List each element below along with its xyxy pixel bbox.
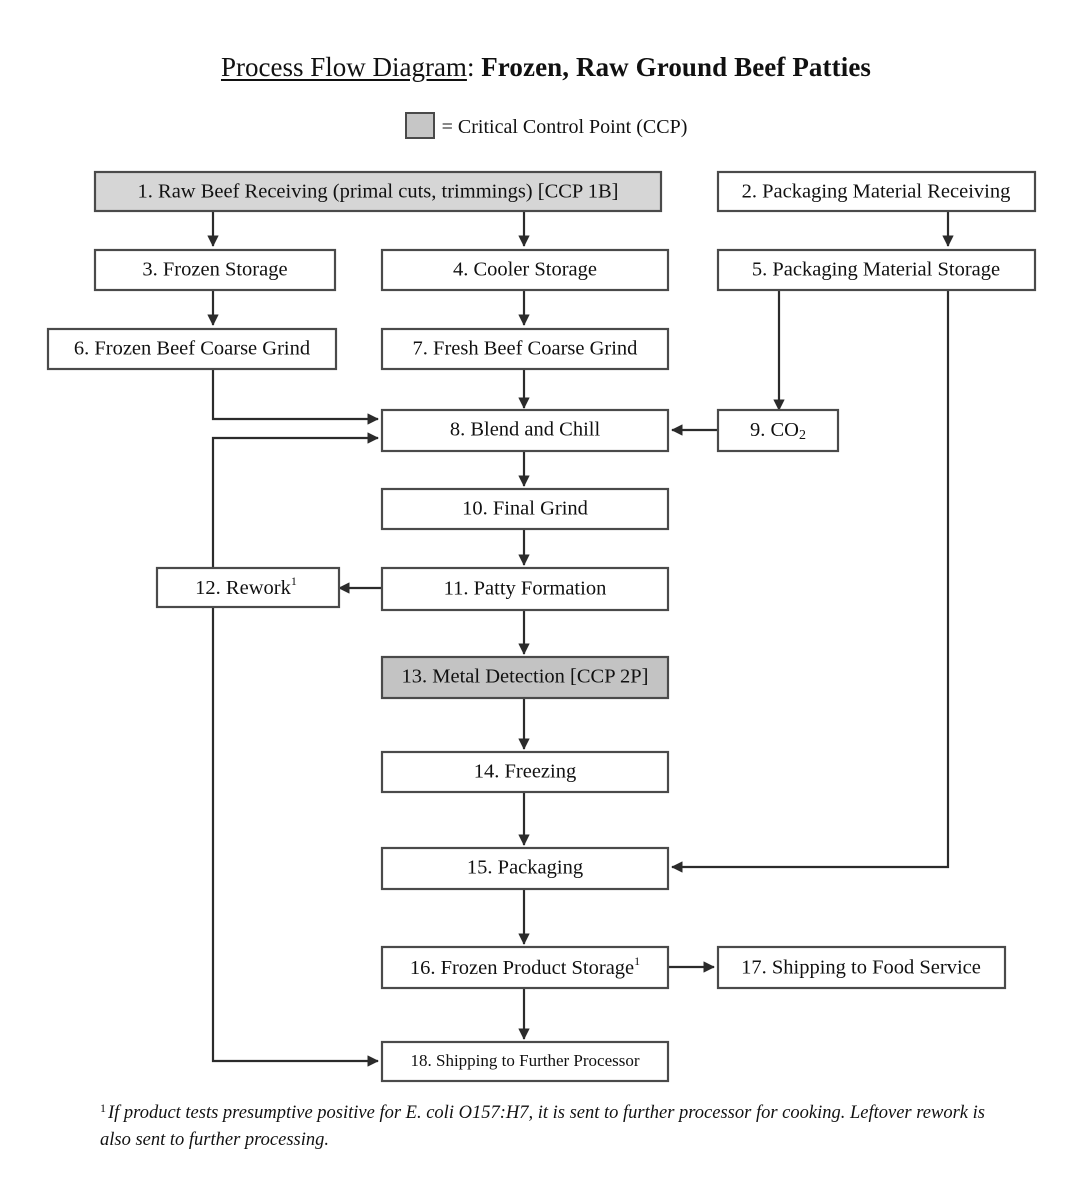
node-1-raw-beef-receiving[interactable]: 1. Raw Beef Receiving (primal cuts, trim… <box>93 170 663 213</box>
node-15-packaging[interactable]: 15. Packaging <box>380 846 670 891</box>
node-4-cooler-storage[interactable]: 4. Cooler Storage <box>380 248 670 292</box>
node-3-label: 3. Frozen Storage <box>142 259 287 281</box>
node-16-footnote-mark: 1 <box>634 954 640 968</box>
node-16-label: 16. Frozen Product Storage1 <box>410 954 640 979</box>
node-9-label-subscript: 2 <box>799 428 806 443</box>
footnote-text: If product tests presumptive positive fo… <box>100 1103 985 1150</box>
edge-6-to-8 <box>211 369 379 425</box>
node-1-label: 1. Raw Beef Receiving (primal cuts, trim… <box>138 181 619 203</box>
node-13-metal-detection[interactable]: 13. Metal Detection [CCP 2P] <box>380 655 670 700</box>
node-7-label: 7. Fresh Beef Coarse Grind <box>413 338 638 360</box>
node-9-co2[interactable]: 9. CO2 <box>716 408 840 453</box>
node-6-label: 6. Frozen Beef Coarse Grind <box>74 338 310 360</box>
node-8-blend-and-chill[interactable]: 8. Blend and Chill <box>380 408 670 453</box>
node-15-label: 15. Packaging <box>467 857 583 879</box>
node-9-label: 9. CO2 <box>750 419 806 444</box>
node-3-frozen-storage[interactable]: 3. Frozen Storage <box>93 248 337 292</box>
node-layer: 1. Raw Beef Receiving (primal cuts, trim… <box>46 170 1037 1083</box>
node-11-label: 11. Patty Formation <box>444 578 607 600</box>
ccp-legend-label: = Critical Control Point (CCP) <box>441 116 688 138</box>
node-8-label: 8. Blend and Chill <box>450 419 601 441</box>
node-2-packaging-material-receiving[interactable]: 2. Packaging Material Receiving <box>716 170 1037 213</box>
node-18-label: 18. Shipping to Further Processor <box>410 1051 639 1070</box>
node-10-final-grind[interactable]: 10. Final Grind <box>380 487 670 531</box>
node-12-footnote-mark: 1 <box>291 574 297 588</box>
node-2-label: 2. Packaging Material Receiving <box>742 181 1011 203</box>
node-12-label-base: 12. Rework <box>195 577 291 599</box>
node-4-label: 4. Cooler Storage <box>453 259 597 281</box>
node-12-label: 12. Rework1 <box>195 574 297 599</box>
node-5-packaging-material-storage[interactable]: 5. Packaging Material Storage <box>716 248 1037 292</box>
node-12-rework[interactable]: 12. Rework1 <box>155 566 341 609</box>
edge-12-to-18 <box>211 607 379 1067</box>
node-6-frozen-beef-coarse-grind[interactable]: 6. Frozen Beef Coarse Grind <box>46 327 338 371</box>
node-10-label: 10. Final Grind <box>462 498 588 520</box>
node-13-label: 13. Metal Detection [CCP 2P] <box>402 666 649 688</box>
node-17-label: 17. Shipping to Food Service <box>741 957 981 979</box>
node-11-patty-formation[interactable]: 11. Patty Formation <box>380 566 670 612</box>
node-7-fresh-beef-coarse-grind[interactable]: 7. Fresh Beef Coarse Grind <box>380 327 670 371</box>
node-17-shipping-to-food-service[interactable]: 17. Shipping to Food Service <box>716 945 1007 990</box>
ccp-legend: = Critical Control Point (CCP) <box>0 112 1092 140</box>
page-title-colon: : <box>466 52 475 82</box>
node-14-label: 14. Freezing <box>474 761 576 783</box>
edge-layer <box>207 211 954 1067</box>
node-9-label-base: 9. CO <box>750 419 799 441</box>
edge-5-to-15 <box>671 290 950 873</box>
node-16-frozen-product-storage[interactable]: 16. Frozen Product Storage1 <box>380 945 670 990</box>
edge-12-to-8 <box>211 432 379 568</box>
node-16-label-base: 16. Frozen Product Storage <box>410 957 634 979</box>
node-18-shipping-to-further-processor[interactable]: 18. Shipping to Further Processor <box>380 1040 670 1083</box>
footnote-mark: 1 <box>100 1101 106 1115</box>
node-5-label: 5. Packaging Material Storage <box>752 259 1000 281</box>
page-title: Process Flow Diagram: Frozen, Raw Ground… <box>0 52 1092 83</box>
page-title-lead: Process Flow Diagram <box>220 52 467 82</box>
page-title-main: Frozen, Raw Ground Beef Patties <box>481 52 872 82</box>
ccp-legend-swatch <box>404 112 435 139</box>
node-14-freezing[interactable]: 14. Freezing <box>380 750 670 794</box>
